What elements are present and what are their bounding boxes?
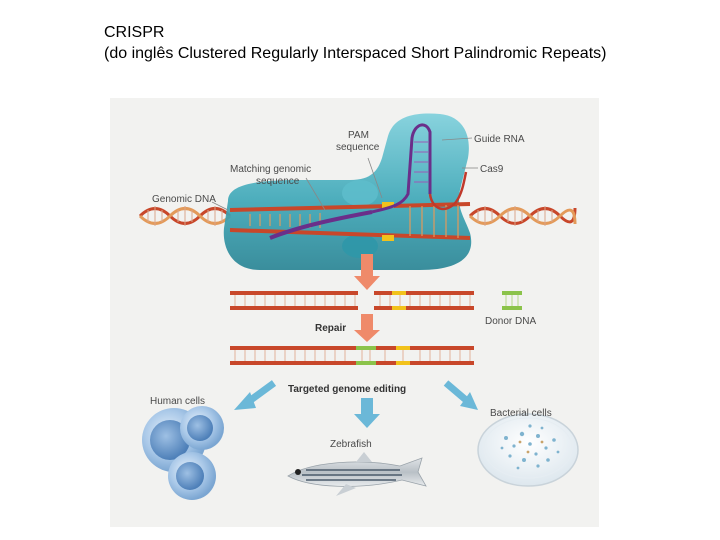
arrow-human: [234, 380, 277, 410]
arrow-cut: [354, 254, 380, 290]
title-line-1: CRISPR: [104, 24, 165, 41]
arrow-repair: [354, 314, 380, 342]
crispr-figure: PAM sequence Guide RNA Matching genomic …: [110, 98, 599, 527]
pam-highlight-bottom: [382, 235, 394, 241]
cas9-label: Cas9: [480, 164, 504, 175]
genomic-dna-label: Genomic DNA: [152, 194, 216, 205]
genomic-dna-left: [138, 206, 232, 226]
arrow-zebrafish: [354, 398, 380, 428]
arrow-bacteria: [443, 380, 478, 410]
zebrafish-image: [287, 452, 427, 496]
dna-in-cas9: [229, 202, 471, 241]
pam-label-1: PAM: [348, 130, 369, 141]
pam-highlight-top: [382, 202, 394, 208]
guide-rna: [269, 123, 468, 240]
cut-dna: [230, 291, 474, 310]
donor-dna: [502, 291, 522, 310]
slide-title: CRISPR (do inglês Clustered Regularly In…: [104, 22, 606, 64]
genomic-dna-right: [468, 206, 577, 226]
human-cells-label: Human cells: [150, 396, 205, 407]
zebrafish-label: Zebrafish: [330, 439, 372, 450]
bacterial-cells-label: Bacterial cells: [490, 408, 552, 419]
human-cells-image: [142, 406, 224, 500]
repair-label: Repair: [315, 323, 346, 334]
matching-sequence-label-2: sequence: [256, 176, 300, 187]
donor-dna-label: Donor DNA: [485, 316, 536, 327]
bacterial-dish-image: [477, 413, 579, 487]
pam-label-2: sequence: [336, 142, 380, 153]
annotation-lines: [211, 137, 478, 211]
repaired-dna: [230, 346, 474, 365]
crispr-diagram: PAM sequence Guide RNA Matching genomic …: [138, 113, 579, 500]
matching-sequence-label-1: Matching genomic: [230, 164, 311, 175]
targeted-editing-label: Targeted genome editing: [288, 384, 406, 395]
title-line-2: (do inglês Clustered Regularly Interspac…: [104, 45, 607, 62]
guide-rna-label: Guide RNA: [474, 134, 525, 145]
